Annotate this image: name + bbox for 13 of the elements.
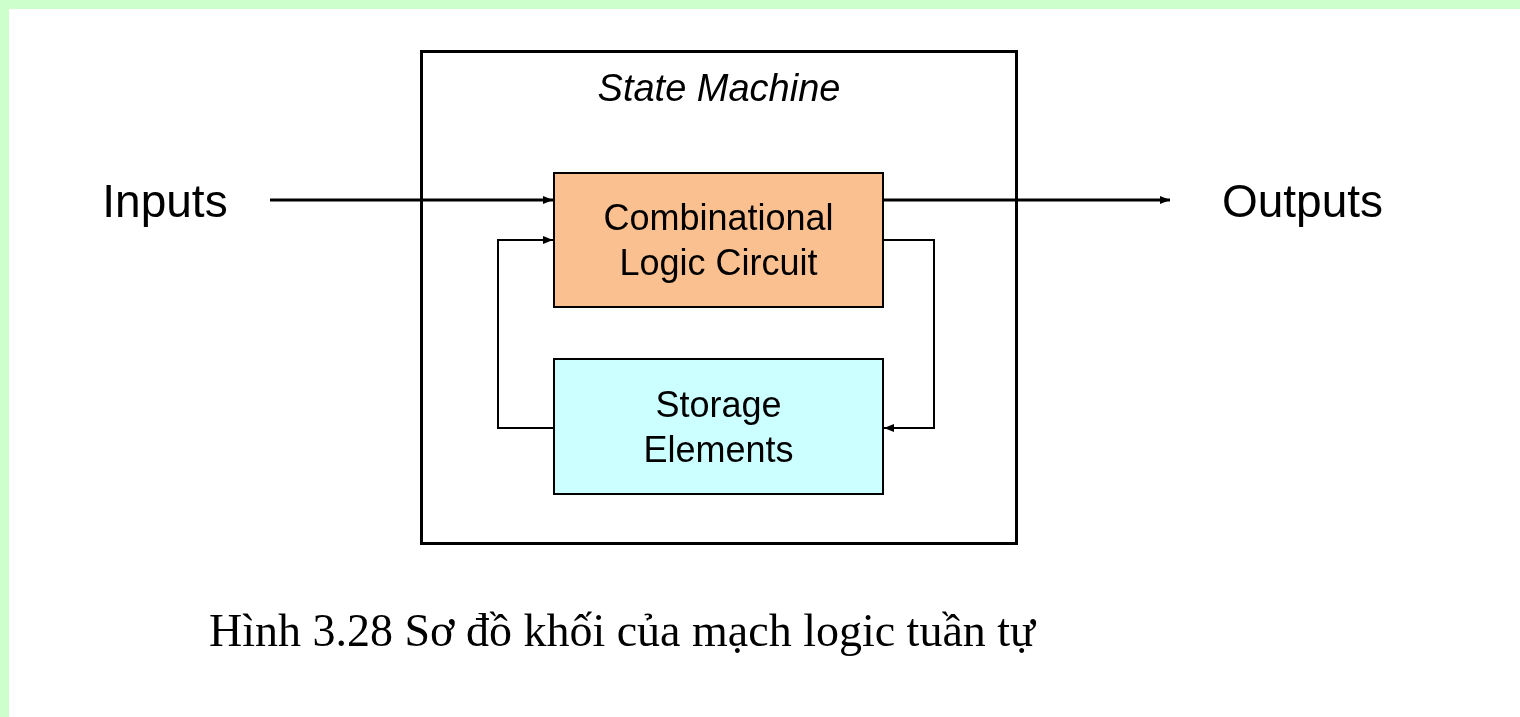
state-machine-frame (420, 50, 1018, 545)
storage-box (553, 358, 884, 495)
arrow (884, 196, 1170, 204)
signal-label: Inputs (102, 174, 228, 230)
figure-caption: Hình 3.28 Sơ đồ khối của mạch logic tuần tự (209, 604, 1037, 657)
frame-title: State Machine (597, 66, 841, 111)
logic-circuit-box (553, 172, 884, 308)
arrow (883, 239, 935, 432)
box-label: Combinational Logic Circuit (602, 196, 835, 285)
signal-label: Outputs (1221, 174, 1384, 230)
arrow (497, 236, 554, 429)
box-label: Storage Elements (642, 382, 795, 472)
arrow (270, 196, 553, 204)
